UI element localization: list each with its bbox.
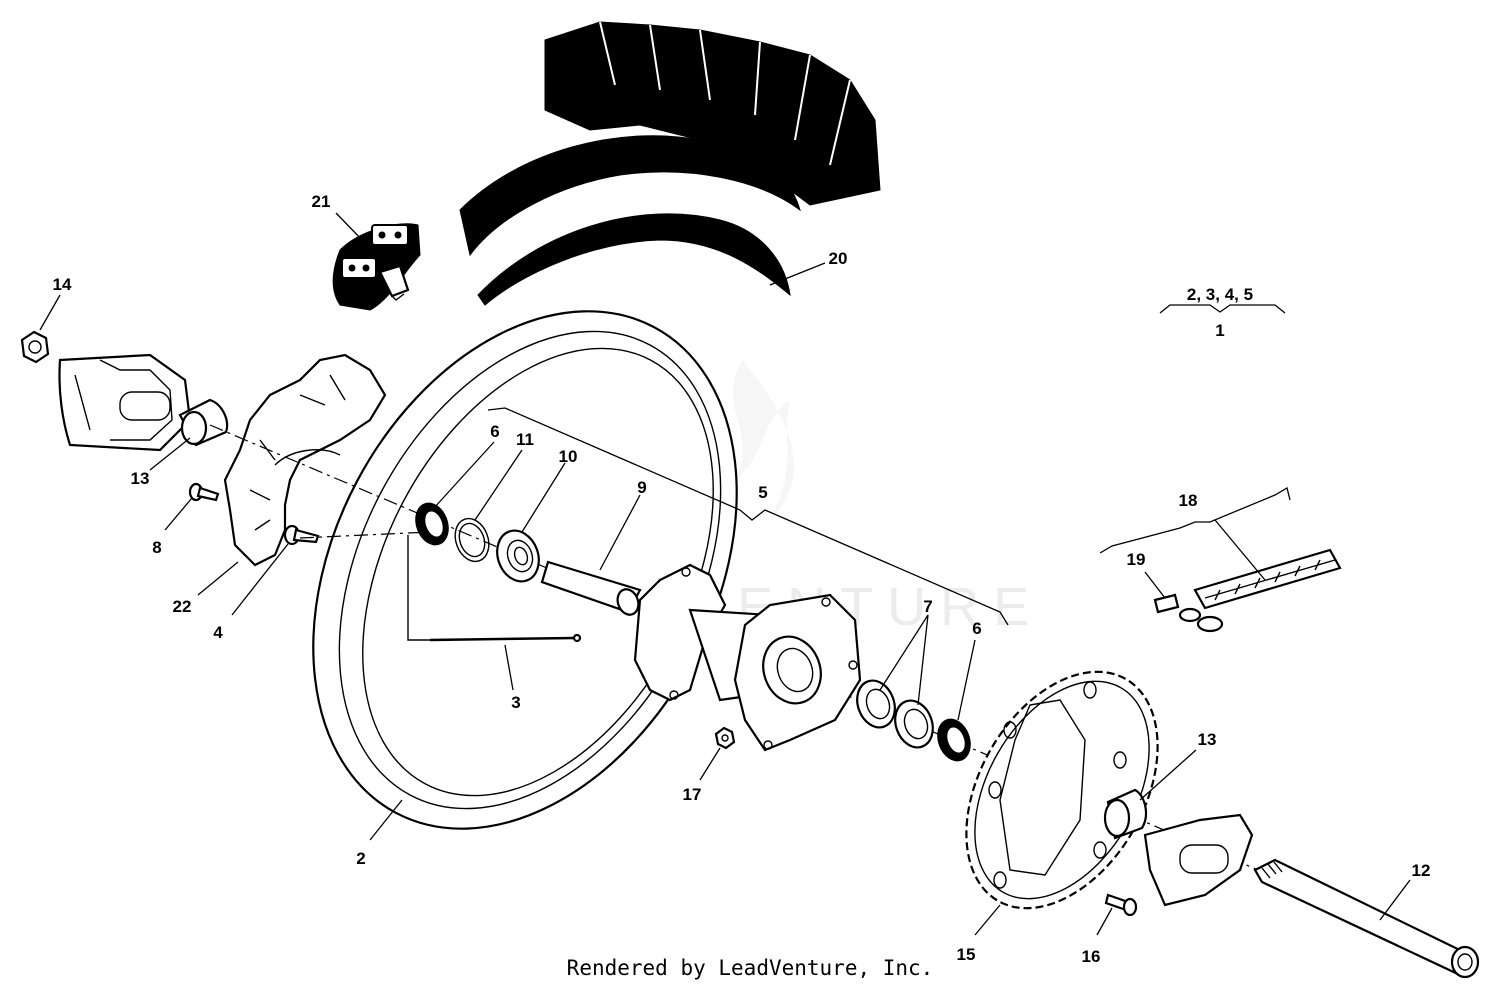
part-label-17: 17 (683, 785, 702, 804)
rear-sprocket (965, 670, 1159, 910)
oil-seal-right (937, 718, 971, 762)
part-label-11: 11 (516, 430, 534, 449)
part-label-5: 5 (758, 483, 767, 502)
part-label-16: 16 (1082, 947, 1101, 966)
part-label-15: 15 (957, 945, 976, 964)
bearing-right-2 (894, 699, 934, 749)
part-label-20: 20 (829, 249, 848, 268)
circlip (454, 517, 490, 563)
part-label-21: 21 (312, 192, 331, 211)
bearing-left (496, 529, 540, 583)
master-link (1153, 593, 1224, 633)
group-note-parent: 1 (1215, 321, 1224, 340)
bearing-right-1 (856, 679, 896, 729)
part-label-6a: 6 (490, 422, 499, 441)
part-label-13b: 13 (1198, 730, 1217, 749)
part-label-4: 4 (213, 623, 223, 642)
spoke (407, 535, 582, 643)
drive-chain (1193, 548, 1342, 610)
part-label-14: 14 (53, 275, 72, 294)
part-label-10: 10 (559, 447, 578, 466)
hub-spacer-tube (540, 560, 642, 616)
part-label-2: 2 (356, 849, 365, 868)
part-label-9: 9 (637, 478, 646, 497)
sprocket-bolt (1104, 893, 1138, 917)
swingarm-left (58, 353, 192, 452)
part-label-22: 22 (173, 597, 192, 616)
watermark-flame-logo (733, 360, 795, 520)
part-label-18: 18 (1179, 491, 1198, 510)
oil-seal-left (415, 502, 449, 546)
part-label-3: 3 (511, 693, 520, 712)
part-label-7: 7 (923, 597, 932, 616)
part-label-6b: 6 (972, 619, 981, 638)
sprocket-nut (714, 726, 736, 750)
part-label-8: 8 (152, 538, 161, 557)
axle-nut (20, 330, 50, 364)
disc-bolt (188, 482, 220, 502)
part-label-13a: 13 (131, 469, 150, 488)
wheel-hub (633, 563, 862, 752)
swingarm-right (1143, 813, 1254, 907)
rim-lock-nut (283, 524, 320, 546)
spacer-right (1103, 788, 1148, 840)
tire-and-tube (459, 21, 881, 306)
rim-lock-part (332, 223, 421, 311)
rear-axle (1253, 858, 1480, 979)
spacer-left (178, 398, 229, 447)
part-label-12: 12 (1412, 861, 1431, 880)
render-credit: Rendered by LeadVenture, Inc. (567, 956, 934, 980)
group-note-items: 2, 3, 4, 5 (1187, 285, 1253, 304)
part-label-19: 19 (1127, 550, 1146, 569)
